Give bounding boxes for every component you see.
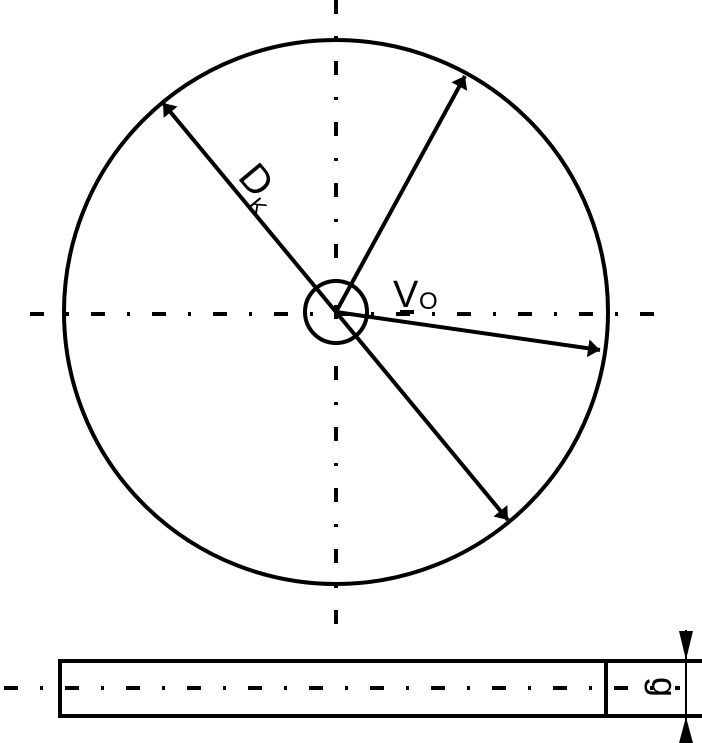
radius-arrow-upper <box>334 75 468 313</box>
svg-text:g: g <box>644 677 685 697</box>
thickness-label: g <box>644 677 685 697</box>
velocity-label-main: V <box>393 274 419 316</box>
diameter-dimension-line-lower <box>334 310 510 522</box>
center-hole <box>303 279 369 345</box>
velocity-label-underline <box>400 310 414 314</box>
velocity-arrow <box>335 310 601 358</box>
thickness-arrow-bottom-icon <box>679 717 693 743</box>
velocity-label-sub: O <box>419 288 438 315</box>
side-view-body <box>58 659 608 718</box>
thickness-arrow-top-icon <box>679 631 693 660</box>
diameter-label: D K <box>230 155 282 220</box>
disk-outline <box>62 38 610 586</box>
diameter-dimension-line <box>161 101 338 314</box>
velocity-label: V O <box>393 274 438 316</box>
